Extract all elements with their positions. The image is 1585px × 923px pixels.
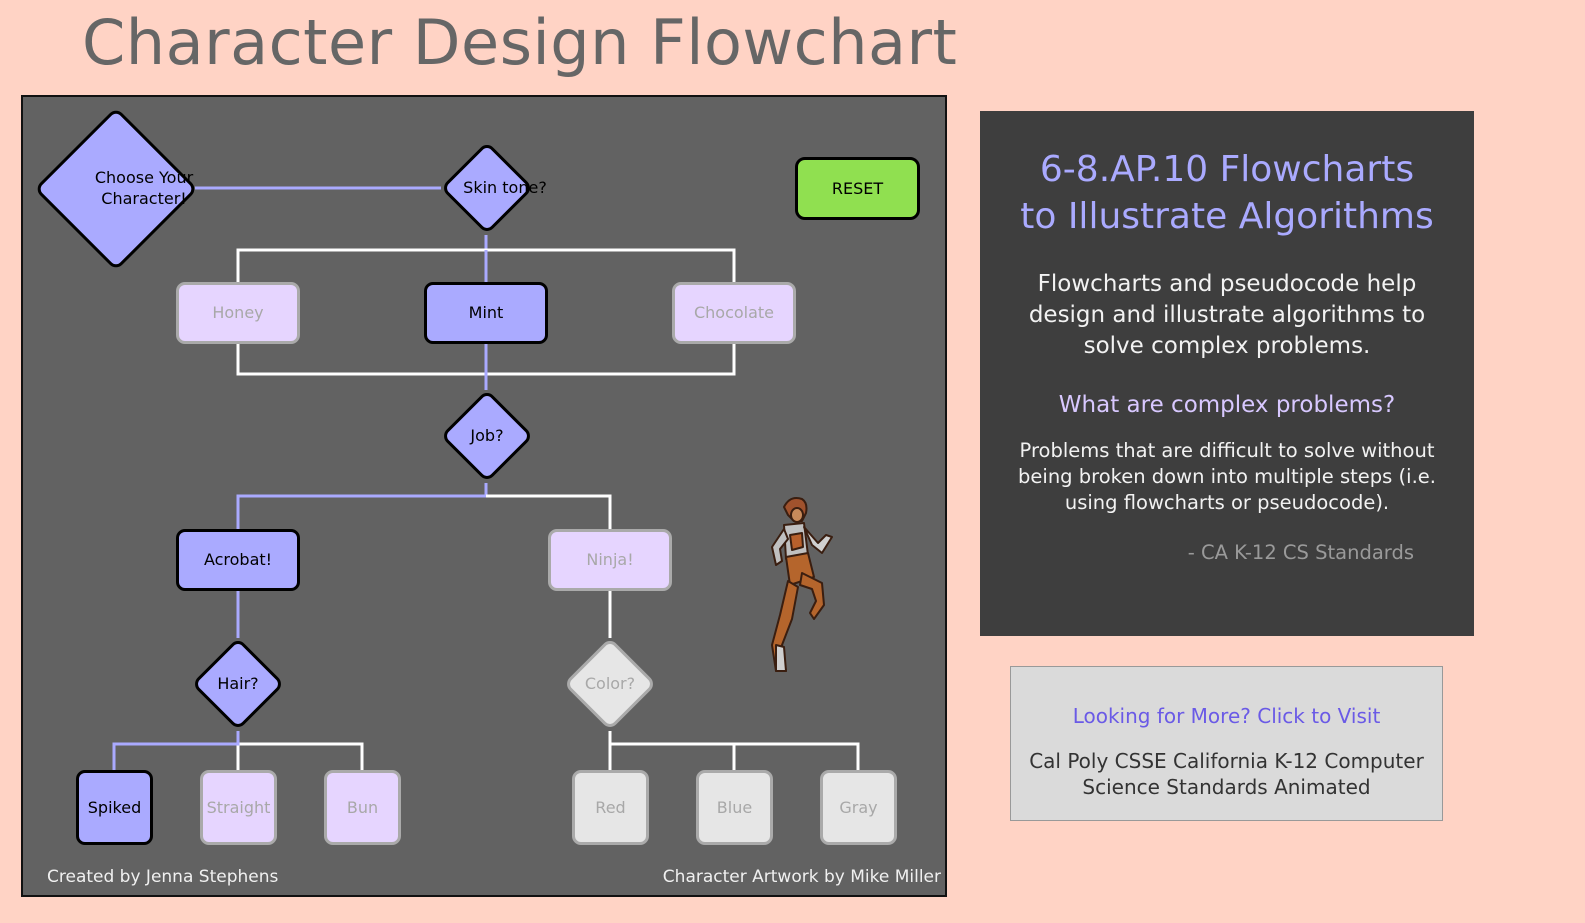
visit-description: Cal Poly CSSE California K-12 Computer S…: [1029, 749, 1424, 799]
job-decision: Job?: [440, 389, 534, 483]
acrobat-character-icon: [771, 497, 833, 672]
visit-more-link-box[interactable]: Looking for More? Click to Visit Cal Pol…: [1010, 666, 1443, 821]
complex-problems-heading: What are complex problems?: [1058, 391, 1396, 418]
credit-artwork: Character Artwork by Mike Miller: [662, 867, 941, 887]
flowchart-board: Choose Your Character! Skin tone? RESET …: [21, 95, 947, 897]
option-honey[interactable]: Honey: [176, 282, 300, 344]
option-ninja[interactable]: Ninja!: [548, 529, 672, 591]
hair-decision: Hair?: [191, 637, 285, 731]
flowchart-connectors: [112, 186, 860, 772]
visit-link[interactable]: Looking for More? Click to Visit: [1072, 704, 1381, 728]
standards-info-panel: 6-8.AP.10 Flowcharts to Illustrate Algor…: [980, 111, 1474, 636]
page-title: Character Design Flowchart: [82, 6, 958, 79]
option-gray[interactable]: Gray: [820, 770, 897, 845]
option-spiked[interactable]: Spiked: [76, 770, 153, 845]
standard-description: Flowcharts and pseudocode help design an…: [1028, 270, 1426, 359]
option-bun[interactable]: Bun: [324, 770, 401, 845]
option-red[interactable]: Red: [572, 770, 649, 845]
option-chocolate[interactable]: Chocolate: [672, 282, 796, 344]
complex-problems-definition: Problems that are difficult to solve wit…: [1018, 438, 1436, 515]
color-decision: Color?: [563, 637, 657, 731]
credit-creator: Created by Jenna Stephens: [47, 867, 279, 887]
option-blue[interactable]: Blue: [696, 770, 773, 845]
reset-button[interactable]: RESET: [795, 157, 920, 220]
option-mint[interactable]: Mint: [424, 282, 548, 344]
skin-tone-decision: Skin tone?: [440, 141, 547, 235]
standard-title: 6-8.AP.10 Flowcharts to Illustrate Algor…: [1020, 149, 1434, 237]
start-diamond: Choose Your Character!: [33, 105, 199, 273]
option-straight[interactable]: Straight: [200, 770, 277, 845]
option-acrobat[interactable]: Acrobat!: [176, 529, 300, 591]
standards-citation: - CA K-12 CS Standards: [1187, 540, 1414, 564]
